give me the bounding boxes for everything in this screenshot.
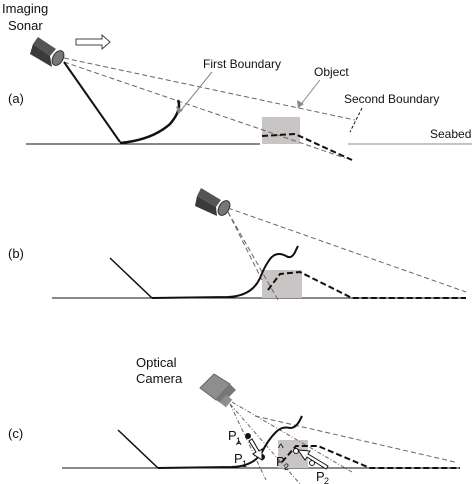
object-a	[262, 117, 300, 144]
svg-text:^: ^	[278, 441, 284, 455]
svg-text:2: 2	[284, 462, 289, 472]
second-boundary-curve-c	[281, 445, 460, 469]
label-p2: P 2	[316, 469, 329, 484]
panel-a: Imaging Sonar First Boundary Obje	[2, 1, 472, 161]
imaging-sonar-icon	[30, 37, 65, 67]
beam-lower-a	[63, 61, 346, 159]
second-boundary-label: Second Boundary	[344, 92, 439, 106]
svg-text:P: P	[234, 451, 243, 466]
camera-ray-3	[229, 403, 267, 481]
imaging-sonar-label-line2: Sonar	[8, 18, 43, 33]
optical-camera-label-line1: Optical	[136, 355, 177, 370]
first-boundary-leader	[177, 71, 213, 115]
seabed-label: Seabed	[430, 127, 471, 141]
first-boundary-arc-b	[151, 245, 299, 299]
first-boundary-label: First Boundary	[203, 57, 281, 71]
panel-a-label: (a)	[8, 91, 24, 106]
second-boundary-leader	[349, 107, 363, 133]
svg-text:1: 1	[242, 459, 247, 469]
motion-arrow-icon	[75, 33, 111, 51]
beam-solid-left-a	[63, 61, 121, 143]
object-label: Object	[314, 65, 349, 79]
panel-c: Optical Camera P	[8, 355, 460, 484]
imaging-sonar-icon-b	[195, 188, 231, 216]
first-boundary-arc-c	[157, 415, 303, 469]
beam-lower-b	[227, 211, 263, 281]
svg-text:2: 2	[324, 476, 329, 484]
point-p1	[245, 433, 251, 439]
svg-text:P: P	[316, 469, 325, 484]
first-boundary-leader-head	[176, 106, 183, 114]
panel-c-label: (c)	[8, 426, 23, 441]
label-p1-hat: ^ P 1	[234, 438, 247, 469]
label-p2-hat: ^ P 2	[276, 441, 289, 472]
panel-b-label: (b)	[8, 246, 24, 261]
arrow-p1-icon	[248, 438, 263, 461]
optical-camera-icon	[199, 373, 236, 408]
beam-lower-b2	[227, 211, 279, 301]
sonar-ray-c	[254, 415, 456, 463]
optical-camera-label-line2: Camera	[136, 371, 183, 386]
second-boundary-curve-b	[267, 270, 466, 299]
svg-text:^: ^	[236, 438, 242, 452]
svg-text:P: P	[276, 454, 285, 469]
second-boundary-curve-a	[261, 132, 353, 161]
svg-text:1: 1	[236, 436, 241, 446]
beam-upper-a	[63, 57, 356, 121]
svg-text:P: P	[228, 428, 237, 443]
first-boundary-arc-a	[119, 99, 181, 145]
beam-upper-b	[227, 207, 467, 293]
camera-ray-2	[231, 401, 353, 473]
slope-c	[117, 429, 159, 469]
object-leader-head	[297, 100, 304, 108]
imaging-sonar-label-line1: Imaging	[2, 1, 48, 16]
slope-b	[109, 257, 153, 299]
panel-b: (b)	[8, 188, 467, 301]
arrow-p2-icon	[296, 449, 329, 470]
point-p2-hat	[293, 448, 299, 454]
label-p1: P 1	[228, 428, 241, 446]
